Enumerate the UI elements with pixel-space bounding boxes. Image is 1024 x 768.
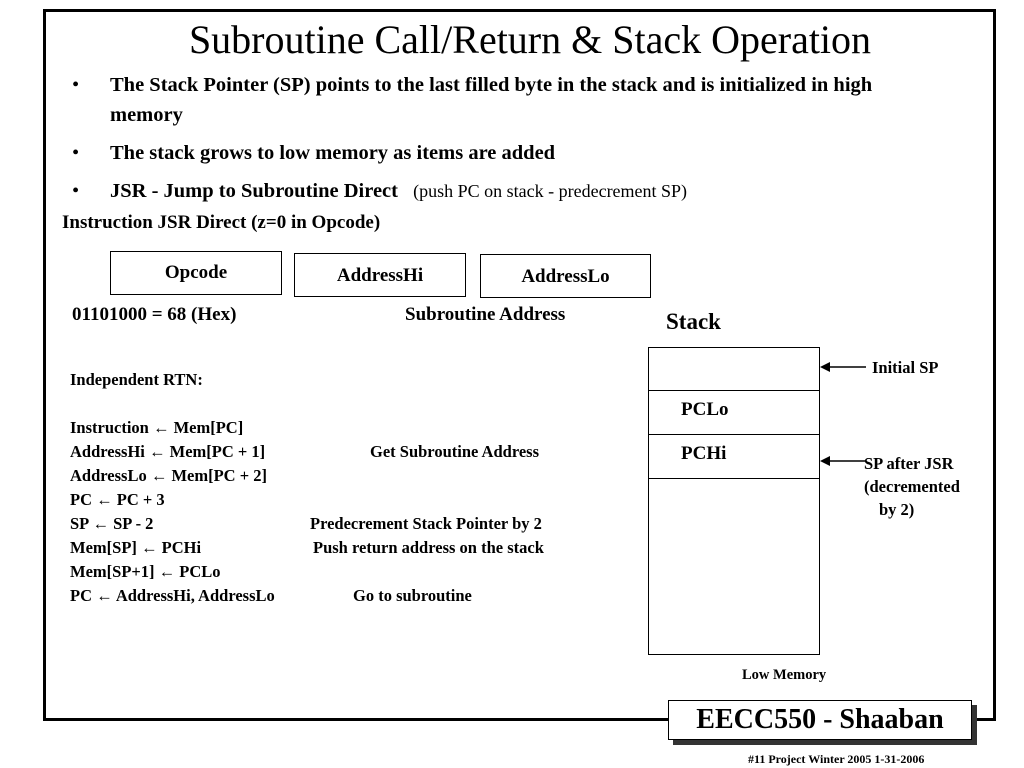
bullet-text: The stack grows to low memory as items a… — [110, 142, 556, 164]
rtn-line: AddressLo ← Mem[PC + 2] — [70, 464, 275, 488]
opcode-field-label: Opcode — [164, 262, 228, 283]
bullet-item: • The stack grows to low memory as items… — [72, 138, 932, 168]
stack-diagram: PCLo PCHi — [648, 347, 820, 655]
rtn-comment: Go to subroutine — [353, 586, 472, 605]
sp-after-label: SP after JSR (decremented by 2) — [864, 454, 960, 519]
bullet-icon: • — [72, 142, 80, 164]
course-logo: EECC550 - Shaaban — [668, 700, 972, 740]
instruction-heading: Instruction JSR Direct (z=0 in Opcode) — [62, 212, 381, 233]
slide-footer: #11 Project Winter 2005 1-31-2006 — [748, 752, 925, 766]
stack-cell-label: PCHi — [681, 443, 727, 464]
bullet-text: JSR - Jump to Subroutine Direct — [110, 180, 398, 202]
rtn-line: Instruction ← Mem[PC] — [70, 416, 275, 440]
rtn-statement: AddressHi ← Mem[PC + 1] — [70, 442, 266, 461]
rtn-line: Mem[SP+1] ← PCLo — [70, 560, 275, 584]
stack-cell-pclo: PCLo — [649, 391, 819, 435]
stack-cell-label: PCLo — [681, 399, 729, 420]
bullet-icon: • — [72, 180, 80, 202]
rtn-heading: Independent RTN: — [70, 370, 203, 389]
initial-sp-label: Initial SP — [872, 358, 939, 377]
address-hi-field-label: AddressHi — [336, 265, 424, 286]
slide-title: Subroutine Call/Return & Stack Operation — [188, 17, 872, 62]
bullet-item: • JSR - Jump to Subroutine Direct (push … — [72, 176, 932, 206]
rtn-statement: PC ← AddressHi, AddressLo — [70, 586, 275, 605]
bullet-text: The Stack Pointer (SP) points to the las… — [110, 74, 873, 126]
rtn-statement: Mem[SP] ← PCHi — [70, 538, 202, 557]
slide-frame — [43, 9, 996, 721]
rtn-comment: Push return address on the stack — [313, 538, 544, 557]
rtn-line: SP ← SP - 2 Predecrement Stack Pointer by… — [70, 512, 542, 536]
bullet-note: (push PC on stack - predecrement SP) — [413, 181, 688, 201]
initial-sp-arrow-head — [820, 362, 830, 372]
rtn-line: AddressHi ← Mem[PC + 1] Get Subroutine Ad… — [70, 440, 539, 464]
bullet-icon: • — [72, 74, 80, 96]
opcode-value: 01101000 = 68 (Hex) — [72, 304, 237, 325]
stack-pointer-arrows — [820, 362, 866, 466]
stack-cell-initial — [649, 348, 819, 391]
rtn-statement: Instruction ← Mem[PC] — [70, 418, 244, 437]
rtn-statement: PC ← PC + 3 — [70, 490, 165, 509]
bullet-item: • The Stack Pointer (SP) points to the l… — [72, 70, 932, 130]
rtn-statement: Mem[SP+1] ← PCLo — [70, 562, 221, 581]
rtn-line: PC ← AddressHi, AddressLo Go to subroutin… — [70, 584, 472, 608]
rtn-statement: AddressLo ← Mem[PC + 2] — [70, 466, 267, 485]
stack-cell-pchi: PCHi — [649, 435, 819, 479]
bullet-list: • The Stack Pointer (SP) points to the l… — [72, 70, 932, 214]
sp-after-arrow-head — [820, 456, 830, 466]
low-memory-label: Low Memory — [742, 667, 827, 683]
address-lo-field: AddressLo — [480, 254, 651, 298]
address-hi-field: AddressHi — [294, 253, 466, 297]
stack-title: Stack — [666, 309, 721, 334]
rtn-comment: Predecrement Stack Pointer by 2 — [310, 514, 542, 533]
rtn-block: Independent RTN: Instruction ← Mem[PC] A… — [70, 368, 544, 608]
opcode-field: Opcode — [110, 251, 282, 295]
rtn-line: PC ← PC + 3 — [70, 488, 275, 512]
rtn-statement: SP ← SP - 2 — [70, 514, 154, 533]
rtn-comment: Get Subroutine Address — [370, 442, 540, 461]
rtn-line: Mem[SP] ← PCHi Push return address on the… — [70, 536, 544, 560]
address-lo-field-label: AddressLo — [521, 266, 610, 287]
subroutine-address-label: Subroutine Address — [405, 304, 566, 325]
